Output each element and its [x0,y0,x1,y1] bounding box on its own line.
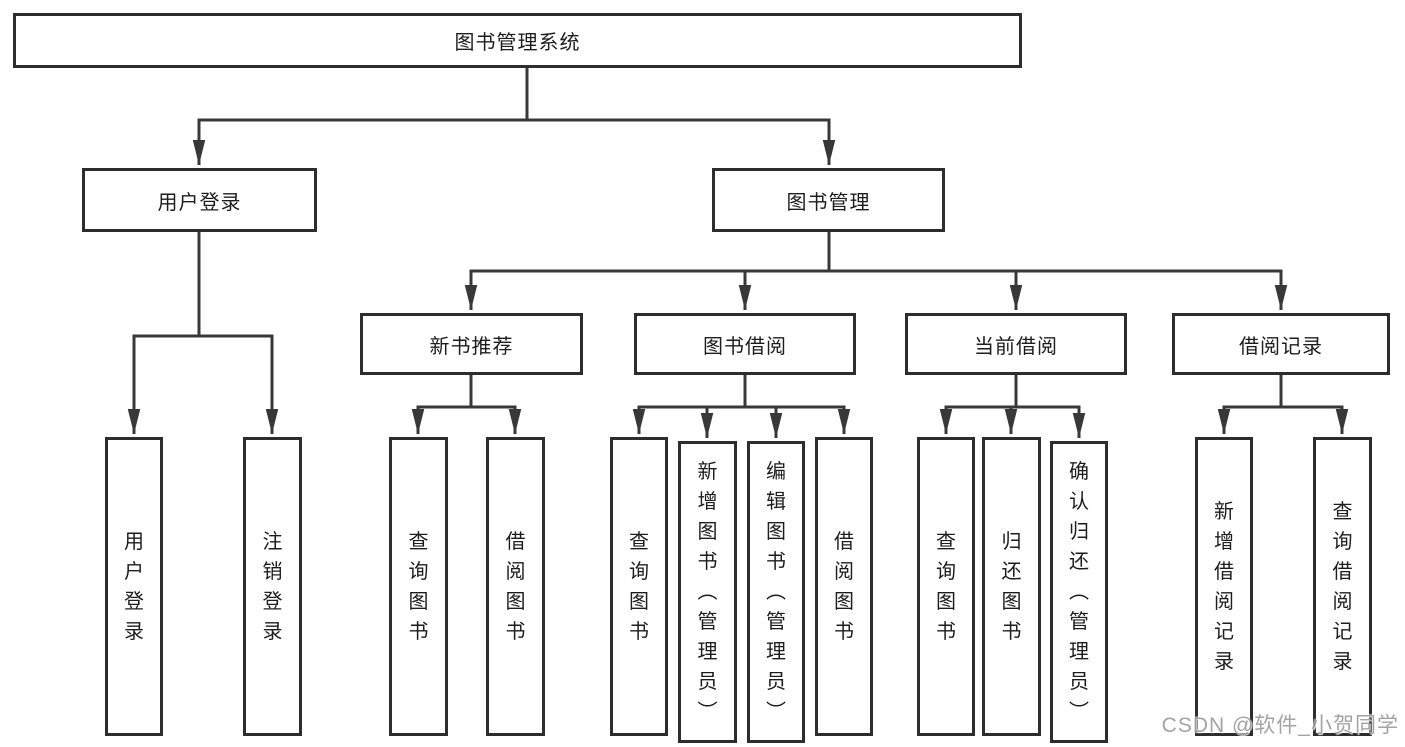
vertical-glyph: 员 [1069,671,1089,693]
vertical-glyph: 阅 [1214,590,1234,613]
leaf-confirm-return-admin: 确认归还 ︵ 管理员 ︶ [1050,441,1108,743]
vertical-glyph: 询 [936,560,956,583]
vertical-glyph: 询 [408,560,429,583]
node-current-borrowing: 当前借阅 [905,313,1127,375]
vertical-glyph: 增 [697,491,718,513]
vertical-glyph: 理 [697,641,718,663]
csdn-watermark: CSDN @软件_小贺同学 [1161,714,1399,737]
vertical-glyph: 书 [629,620,649,643]
vertical-glyph: 录 [262,620,283,643]
leaf-logout: 注销登录 [243,437,302,736]
vertical-glyph: 查 [1332,500,1353,523]
vertical-glyph: 管 [766,611,786,633]
vertical-glyph: 阅 [505,560,526,583]
vertical-glyph: 销 [262,560,283,583]
leaf-user-login: 用户登录 [105,437,163,736]
vertical-glyph: 理 [1069,641,1089,663]
node-root-system: 图书管理系统 [13,13,1022,68]
vertical-glyph: 编 [766,461,786,483]
node-borrow-records: 借阅记录 [1172,313,1390,375]
vertical-glyph: 书 [408,620,429,643]
vertical-glyph: 书 [936,620,956,643]
vertical-glyph: 查 [629,530,649,553]
vertical-glyph: 查 [408,530,429,553]
leaf-query-books-current: 查询图书 [917,437,975,736]
leaf-add-borrow-record: 新增借阅记录 [1195,437,1253,736]
vertical-glyph: ︶ [766,701,786,723]
vertical-glyph: 书 [834,620,854,643]
vertical-glyph: 借 [1214,560,1234,583]
vertical-glyph: 记 [1214,620,1234,643]
vertical-glyph: 借 [834,530,854,553]
vertical-glyph: 图 [408,590,429,613]
vertical-glyph: ︶ [1069,701,1089,723]
vertical-glyph: ︵ [766,581,786,603]
vertical-glyph: 阅 [834,560,854,583]
vertical-glyph: 查 [936,530,956,553]
vertical-glyph: 归 [1001,530,1022,553]
vertical-glyph: 录 [124,620,144,643]
node-user-login: 用户登录 [82,168,317,232]
vertical-glyph: 增 [1214,530,1234,553]
leaf-query-borrow-record: 查询借阅记录 [1313,437,1372,736]
vertical-glyph: 书 [505,620,526,643]
node-new-book-recommend: 新书推荐 [360,313,583,375]
vertical-glyph: 录 [1214,650,1234,673]
vertical-glyph: 还 [1069,551,1089,573]
vertical-glyph: ︵ [1069,581,1089,603]
vertical-glyph: ︵ [697,581,718,603]
vertical-glyph: 还 [1001,560,1022,583]
vertical-glyph: ︶ [697,701,718,723]
vertical-glyph: 记 [1332,620,1353,643]
vertical-glyph: 图 [766,521,786,543]
vertical-glyph: 用 [124,530,144,553]
vertical-glyph: 询 [1332,530,1353,553]
vertical-glyph: 注 [262,530,283,553]
vertical-glyph: 借 [505,530,526,553]
leaf-return-books: 归还图书 [982,437,1041,736]
vertical-glyph: 登 [262,590,283,613]
vertical-glyph: 管 [1069,611,1089,633]
vertical-glyph: 员 [766,671,786,693]
vertical-glyph: 图 [1001,590,1022,613]
vertical-glyph: 归 [1069,521,1089,543]
vertical-glyph: 辑 [766,491,786,513]
leaf-add-books-admin: 新增图书 ︵ 管理员 ︶ [678,441,737,743]
vertical-glyph: 借 [1332,560,1353,583]
vertical-glyph: 询 [629,560,649,583]
vertical-glyph: 阅 [1332,590,1353,613]
leaf-query-books-recommend: 查询图书 [389,437,448,736]
vertical-glyph: 新 [1214,500,1234,523]
vertical-glyph: 图 [505,590,526,613]
vertical-glyph: 录 [1332,650,1353,673]
vertical-glyph: 确 [1069,461,1089,483]
node-book-management: 图书管理 [712,168,945,232]
leaf-borrow-books-borrowing: 借阅图书 [815,437,873,736]
leaf-edit-books-admin: 编辑图书 ︵ 管理员 ︶ [747,441,805,743]
leaf-borrow-books-recommend: 借阅图书 [486,437,545,736]
vertical-glyph: 图 [936,590,956,613]
vertical-glyph: 图 [697,521,718,543]
vertical-glyph: 登 [124,590,144,613]
vertical-glyph: 户 [124,560,144,583]
vertical-glyph: 图 [834,590,854,613]
leaf-query-books-borrowing: 查询图书 [610,437,668,736]
vertical-glyph: 书 [766,551,786,573]
vertical-glyph: 理 [766,641,786,663]
vertical-glyph: 新 [697,461,718,483]
vertical-glyph: 员 [697,671,718,693]
node-book-borrowing: 图书借阅 [634,313,856,375]
vertical-glyph: 书 [697,551,718,573]
vertical-glyph: 管 [697,611,718,633]
vertical-glyph: 书 [1001,620,1022,643]
vertical-glyph: 认 [1069,491,1089,513]
vertical-glyph: 图 [629,590,649,613]
